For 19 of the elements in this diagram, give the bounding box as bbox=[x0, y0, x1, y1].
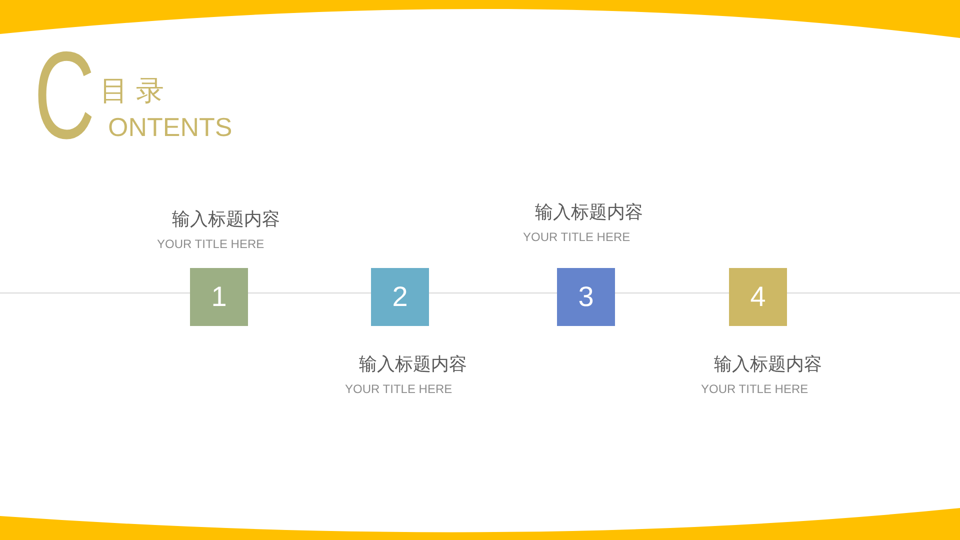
item-subtitle: YOUR TITLE HERE bbox=[701, 381, 808, 398]
item-title: 输入标题内容 bbox=[359, 353, 467, 376]
contents-heading: ONTENTS bbox=[108, 114, 232, 140]
step-number: 2 bbox=[392, 280, 408, 314]
big-initial-letter: C bbox=[34, 34, 95, 158]
number-square bbox=[729, 268, 787, 326]
item-title: 输入标题内容 bbox=[535, 201, 643, 224]
heading: 目 录 bbox=[100, 77, 164, 105]
number-square bbox=[557, 268, 615, 326]
number-square bbox=[371, 268, 429, 326]
item-subtitle: YOUR TITLE HERE bbox=[345, 381, 452, 398]
item-title: 输入标题内容 bbox=[714, 353, 822, 376]
item-subtitle: YOUR TITLE HERE bbox=[157, 236, 264, 253]
step-number: 1 bbox=[211, 280, 227, 314]
number-square bbox=[190, 268, 248, 326]
item-subtitle: YOUR TITLE HERE bbox=[523, 229, 630, 246]
step-number: 3 bbox=[578, 280, 594, 314]
step-number: 4 bbox=[750, 280, 766, 314]
item-title: 输入标题内容 bbox=[172, 208, 280, 231]
